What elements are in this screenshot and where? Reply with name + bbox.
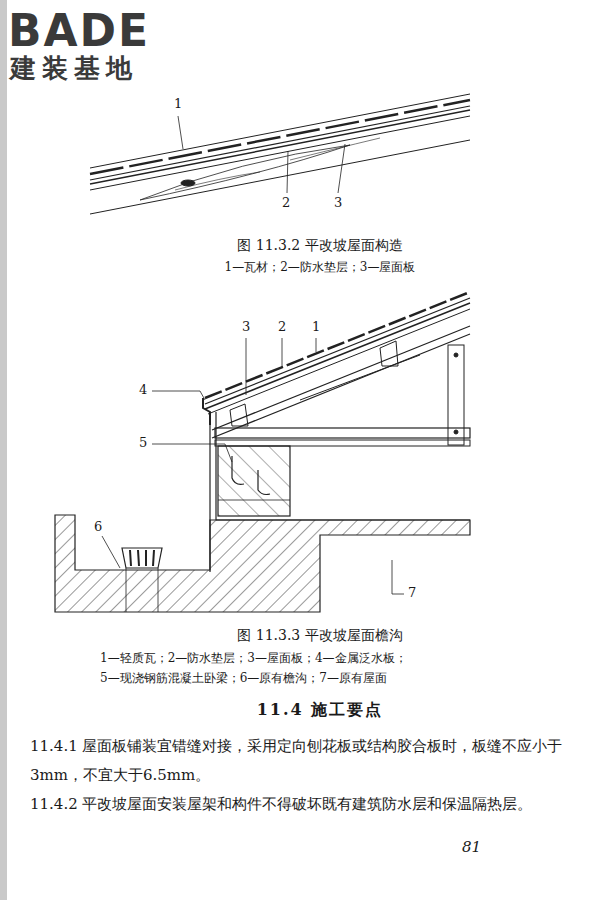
- eave-gutter-figure-part: [158, 568, 159, 612]
- roof-section-figure-part: [140, 145, 350, 200]
- eave-gutter-figure-part: [392, 560, 404, 594]
- eave-gutter-figure-part: [122, 548, 162, 568]
- eave-gutter-figure-part: [218, 500, 290, 501]
- eave-gutter-figure-part: [145, 550, 147, 566]
- eave-gutter-figure-part: [212, 326, 470, 430]
- callout-number: 3: [332, 195, 344, 212]
- eave-gutter-figure-part: [232, 456, 244, 484]
- callout-number: 2: [280, 195, 292, 212]
- callout-number: 5: [137, 435, 149, 452]
- eave-gutter-figure-part: [205, 298, 470, 404]
- callout-number: 4: [137, 382, 149, 399]
- eave-gutter-figure-part: [152, 391, 205, 400]
- figure-legend: 1—轻质瓦；2—防水垫层；3—屋面板；4—金属泛水板；: [100, 651, 560, 667]
- eave-gutter-figure-part: [152, 444, 232, 462]
- eave-gutter-figure-part: [246, 338, 247, 395]
- callout-number: 6: [92, 519, 104, 536]
- eave-gutter-figure-part: [216, 519, 470, 520]
- eave-gutter-figure-part: [153, 550, 154, 566]
- figure-caption: 图 11.3.3 平改坡屋面檐沟: [100, 626, 540, 644]
- eave-gutter-figure-part: [205, 303, 470, 409]
- callout-number: 2: [276, 319, 288, 336]
- eave-gutter-figure-part: [215, 412, 216, 520]
- eave-gutter-figure-part: [454, 353, 458, 357]
- figure-legend: 1—瓦材；2—防水垫层；3—屋面板: [100, 260, 540, 276]
- eave-gutter-figure-part: [138, 550, 139, 566]
- eave-gutter-figure-part: [316, 338, 317, 352]
- roof-section-figure-part: [90, 106, 470, 180]
- clause-text: 11.4.1 屋面板铺装宜错缝对接，采用定向刨花板或结构胶合板时，板缝不应小于3…: [30, 732, 578, 790]
- section-heading: 11.4 施工要点: [170, 700, 470, 721]
- page-edge-part: [0, 0, 7, 900]
- eave-gutter-figure-part: [203, 398, 210, 425]
- clause-text: 11.4.2 平改坡屋面安装屋架和构件不得破坏既有建筑防水层和保温隔热层。: [30, 790, 578, 819]
- callout-number: 1: [172, 96, 184, 113]
- roof-section-figure-part: [287, 151, 288, 193]
- eave-gutter-figure-part: [300, 355, 420, 400]
- roof-section-figure-part: [90, 110, 470, 184]
- eave-gutter-figure-part: [380, 341, 398, 366]
- roof-section-figure-part: [181, 180, 195, 186]
- eave-gutter-figure-part: [55, 515, 470, 612]
- eave-gutter-figure-part: [212, 334, 470, 438]
- eave-gutter-figure-part: [215, 428, 470, 438]
- watermark: BADE: [8, 2, 178, 59]
- roof-section-figure-part: [290, 138, 380, 160]
- eave-gutter-figure-part: [230, 404, 248, 426]
- roof-section-figure-part: [338, 144, 345, 193]
- page-edge: [0, 0, 7, 900]
- callout-number: 7: [406, 585, 418, 602]
- eave-gutter-figure-part: [258, 470, 270, 495]
- roof-section-figure: [90, 94, 470, 214]
- roof-section-figure-part: [175, 172, 260, 190]
- eave-gutter-figure-part: [218, 446, 290, 516]
- eave-gutter-figure: [55, 292, 470, 612]
- eave-gutter-figure-part: [130, 550, 131, 566]
- roof-section-figure-part: [90, 140, 470, 214]
- eave-gutter-figure-part: [208, 309, 470, 414]
- figure-caption: 图 11.3.2 平改坡屋面构造: [100, 236, 540, 254]
- roof-section-figure-part: [90, 100, 470, 174]
- roof-section-figure-part: [90, 116, 470, 190]
- roof-section-figure-part: [178, 116, 183, 149]
- eave-gutter-figure-part: [126, 568, 127, 612]
- figure-legend: 5—现浇钢筋混凝土卧梁；6—原有檐沟；7—原有屋面: [100, 671, 560, 687]
- callout-number: 1: [310, 319, 322, 336]
- eave-gutter-figure-part: [102, 536, 120, 568]
- page-number: 81: [462, 838, 502, 858]
- watermark: 建装基地: [10, 52, 180, 86]
- eave-gutter-figure-part: [282, 338, 283, 368]
- eave-gutter-figure-part: [454, 430, 458, 434]
- eave-gutter-figure-part: [205, 292, 470, 398]
- eave-gutter-figure-part: [448, 345, 464, 445]
- callout-number: 3: [240, 319, 252, 336]
- eave-gutter-figure-part: [215, 440, 470, 446]
